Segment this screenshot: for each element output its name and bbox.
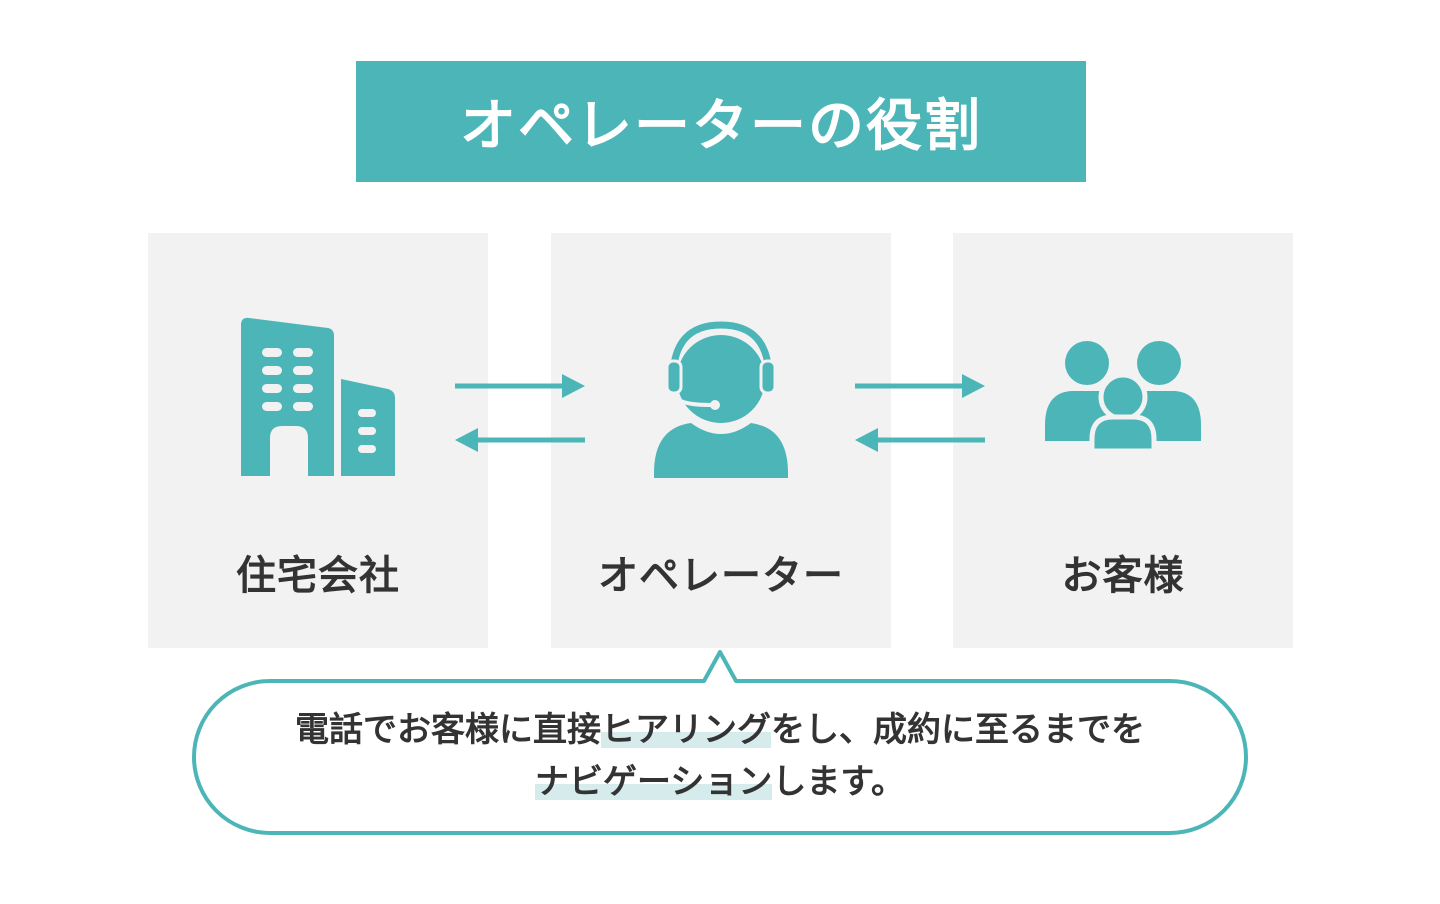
highlight-navigation: ナビゲーション [535,762,773,802]
description-text: をし、成約に至るまでを [771,710,1145,750]
page-title: オペレーターの役割 [460,94,982,159]
card-housing-company: 住宅会社 [148,233,488,648]
description-line-2: ナビゲーションします。 [200,756,1240,808]
title-banner: オペレーターの役割 [356,61,1086,182]
card-customers: お客様 [953,233,1293,648]
description-text: します。 [772,762,905,802]
headset-operator-icon [654,321,788,478]
highlight-hearing: ヒアリング [601,710,771,750]
card-label-housing-company: 住宅会社 [236,553,400,599]
card-operator: オペレーター [551,233,891,648]
building-icon [241,317,395,476]
description-line-1: 電話でお客様に直接ヒアリングをし、成約に至るまでを [200,704,1240,756]
customers-group-icon [1045,341,1201,454]
card-label-customers: お客様 [1061,553,1185,599]
description-text: 電話でお客様に直接 [295,710,601,750]
operator-description: 電話でお客様に直接ヒアリングをし、成約に至るまでを ナビゲーションします。 [200,704,1240,808]
bidirectional-arrows-icon [855,374,985,452]
card-label-operator: オペレーター [598,553,844,599]
bidirectional-arrows-icon [455,374,585,452]
